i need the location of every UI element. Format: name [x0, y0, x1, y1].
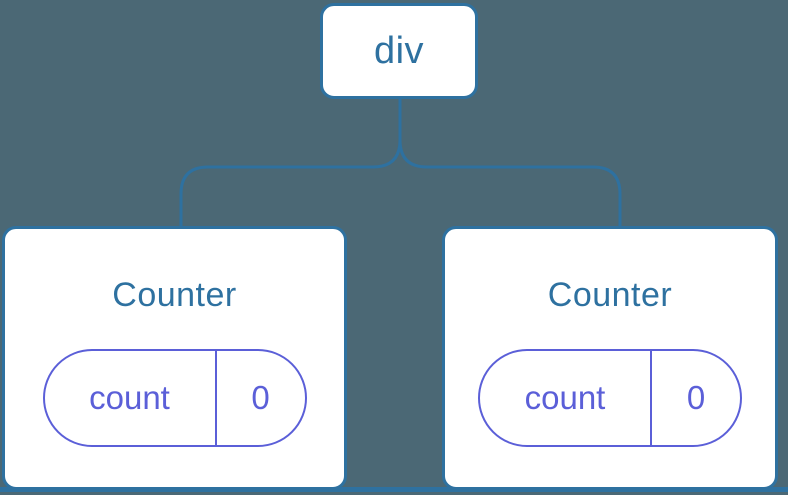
bottom-border-line	[0, 487, 788, 492]
root-node-div: div	[320, 3, 478, 99]
component-title: Counter	[112, 276, 237, 314]
connector-left-branch	[179, 99, 402, 227]
state-value: 0	[251, 379, 270, 416]
state-pill: count 0	[42, 349, 307, 447]
state-key-label: count	[89, 379, 170, 416]
state-pill-divider	[650, 351, 652, 445]
state-pill: count 0	[478, 349, 742, 447]
component-title: Counter	[547, 276, 673, 314]
root-node-label: div	[373, 29, 425, 72]
state-key-label: count	[524, 379, 606, 416]
state-value: 0	[686, 379, 706, 416]
state-pill-divider	[214, 351, 217, 445]
counter-node-right: Counter count 0	[442, 226, 778, 490]
connector-right-branch	[398, 99, 622, 227]
counter-node-left: Counter count 0	[2, 226, 347, 490]
